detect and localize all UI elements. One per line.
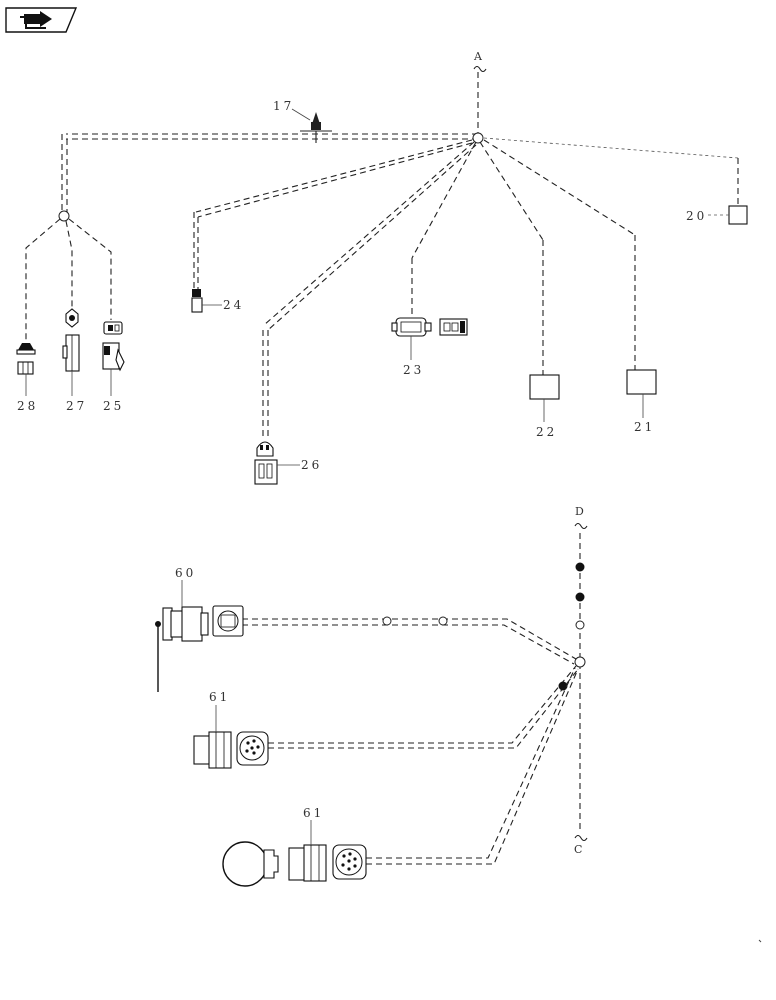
callout-60: 60 <box>175 566 196 580</box>
splice-open-2 <box>382 616 392 626</box>
break-symbol-a <box>473 65 487 73</box>
splice-open-1 <box>575 620 585 630</box>
ref-a-label: A <box>473 50 483 63</box>
part-22-connector <box>529 374 560 400</box>
part-23-connector-pair <box>391 317 468 337</box>
splice-dot-2 <box>575 592 585 602</box>
splice-dot-1 <box>575 562 585 572</box>
ref-d-label: D <box>575 505 584 518</box>
next-page-button[interactable] <box>5 7 78 33</box>
part-61-connector-a <box>193 731 269 769</box>
callout-17: 17 <box>273 99 294 113</box>
callout-21: 21 <box>634 420 655 434</box>
part-21-connector <box>626 369 657 395</box>
break-symbol-d <box>574 522 588 530</box>
splice-open-3 <box>438 616 448 626</box>
corner-mark <box>758 939 762 943</box>
upper-harness: A 17 20 21 22 <box>16 50 748 485</box>
part-27-sensor <box>62 308 80 372</box>
callout-28: 28 <box>17 399 38 413</box>
callout-61-a: 61 <box>209 690 230 704</box>
junction-hub-a <box>472 132 484 144</box>
ref-c-label: C <box>574 843 582 856</box>
break-symbol-c <box>574 834 588 842</box>
part-24-connector <box>191 289 203 313</box>
callout-61-b: 61 <box>303 806 324 820</box>
part-17-fastener <box>300 112 332 143</box>
callout-20: 20 <box>686 209 707 223</box>
callout-25: 25 <box>103 399 124 413</box>
splice-dot-3 <box>558 681 568 691</box>
next-page-arrow-icon <box>20 11 52 29</box>
part-61-connector-b <box>222 841 367 887</box>
junction-hub-left <box>58 210 70 222</box>
part-26-connector <box>254 441 278 485</box>
callout-26: 26 <box>301 458 322 472</box>
callout-27: 27 <box>66 399 87 413</box>
part-25-switch <box>102 321 125 372</box>
callout-22: 22 <box>536 425 557 439</box>
callout-24: 24 <box>223 298 244 312</box>
callout-23: 23 <box>403 363 424 377</box>
part-60-connector <box>155 605 244 692</box>
lower-harness: D C 60 <box>155 505 588 887</box>
part-28-connector <box>16 343 36 375</box>
part-20-connector <box>728 205 748 225</box>
junction-hub-lower <box>574 656 586 668</box>
